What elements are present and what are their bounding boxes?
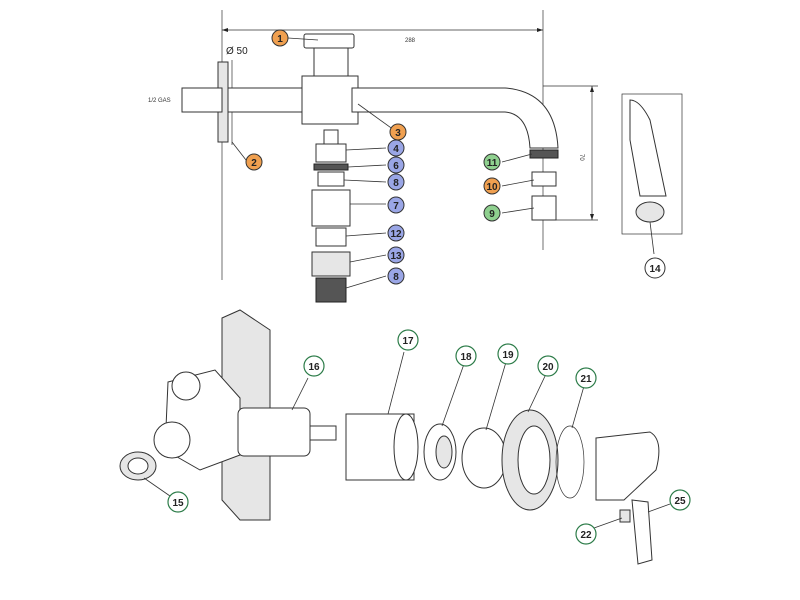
callout-13: 13 <box>387 246 405 264</box>
diameter-dimension-text: Ø 50 <box>226 46 248 57</box>
part-25-handle-body <box>595 431 660 501</box>
part-8-spline <box>315 277 347 303</box>
arrow-head-up <box>590 86 594 92</box>
part-16-stem <box>309 425 337 441</box>
svg-text:9: 9 <box>489 209 495 220</box>
callout-25: 25 <box>669 489 691 511</box>
part-6-seal <box>313 163 349 171</box>
callout-6: 6 <box>387 156 405 174</box>
callout-1: 1 <box>271 29 289 47</box>
handle-cap <box>303 33 355 49</box>
callout-21: 21 <box>575 367 597 389</box>
svg-text:14: 14 <box>649 264 661 275</box>
thread-dimension-text: 1/2 GAS <box>148 98 171 104</box>
svg-text:6: 6 <box>393 161 399 172</box>
callout-10: 10 <box>483 177 501 195</box>
part-22-screw <box>619 509 631 523</box>
part-4-stem <box>323 129 339 145</box>
part-8-ring <box>317 171 345 187</box>
part-9-nozzle <box>531 195 557 221</box>
callout-4: 4 <box>387 139 405 157</box>
outlet-port-front <box>153 421 191 459</box>
part-25-lever <box>631 499 653 565</box>
svg-text:7: 7 <box>393 201 399 212</box>
svg-text:25: 25 <box>674 496 686 507</box>
svg-text:21: 21 <box>580 374 592 385</box>
callout-9: 9 <box>483 204 501 222</box>
svg-text:18: 18 <box>460 352 472 363</box>
arrow-head-right <box>537 28 543 32</box>
callout-12: 12 <box>387 224 405 242</box>
callout-11: 11 <box>483 153 501 171</box>
callout-3: 3 <box>389 123 407 141</box>
svg-text:3: 3 <box>395 128 401 139</box>
svg-text:19: 19 <box>502 350 514 361</box>
callout-22: 22 <box>575 523 597 545</box>
svg-text:8: 8 <box>393 178 399 189</box>
part-11-ring <box>529 149 559 159</box>
callout-14: 14 <box>644 257 666 279</box>
spout-body-left <box>227 87 309 113</box>
detail-spout <box>629 99 667 197</box>
callout-bubbles: 1 2 3 4 6 8 7 12 13 8 11 10 9 14 15 16 1… <box>167 29 691 545</box>
thread-pipe <box>181 87 223 113</box>
part-20-rosette-inner <box>517 425 551 495</box>
part-10-aerator <box>531 171 557 187</box>
part-18-ring-inner <box>435 435 453 469</box>
callout-17: 17 <box>397 329 419 351</box>
svg-text:4: 4 <box>393 144 399 155</box>
arrow-head-left <box>222 28 228 32</box>
callout-2: 2 <box>245 153 263 171</box>
svg-text:22: 22 <box>580 530 592 541</box>
svg-text:16: 16 <box>308 362 320 373</box>
callout-15: 15 <box>167 491 189 513</box>
svg-text:20: 20 <box>542 362 554 373</box>
callout-7: 7 <box>387 196 405 214</box>
part-15-filter-inner <box>127 457 149 475</box>
callout-20: 20 <box>537 355 559 377</box>
length-dimension-text: 288 <box>405 38 416 44</box>
svg-text:2: 2 <box>251 158 257 169</box>
svg-text:15: 15 <box>172 498 184 509</box>
svg-text:10: 10 <box>486 182 498 193</box>
callout-8-upper: 8 <box>387 173 405 191</box>
callout-19: 19 <box>497 343 519 365</box>
svg-text:8: 8 <box>393 272 399 283</box>
handle-stem <box>313 47 349 77</box>
part-19-ring <box>461 427 507 489</box>
arrow-head-down <box>590 214 594 220</box>
callout-8-lower: 8 <box>387 267 405 285</box>
part-13-nut <box>311 251 351 277</box>
top-assembly-drawing: 288 Ø 50 1/2 GAS 70 <box>148 10 683 303</box>
spout-tube <box>351 87 559 149</box>
part-4-body <box>315 143 347 163</box>
outlet-port-top <box>171 371 201 401</box>
svg-text:1: 1 <box>277 34 283 45</box>
valve-body <box>301 75 359 125</box>
svg-text:13: 13 <box>390 251 402 262</box>
part-12-spacer <box>315 227 347 247</box>
height-dimension-text: 70 <box>578 154 584 161</box>
callout-16: 16 <box>303 355 325 377</box>
detail-frame-14 <box>621 93 683 235</box>
svg-text:11: 11 <box>487 158 498 169</box>
callout-18: 18 <box>455 345 477 367</box>
part-16-cartridge <box>237 407 311 457</box>
svg-text:12: 12 <box>390 229 402 240</box>
part-7-cartridge <box>311 189 351 227</box>
bottom-exploded-drawing <box>119 309 660 565</box>
part-21-oring <box>555 425 585 499</box>
callout-leaders <box>143 37 671 529</box>
svg-text:17: 17 <box>402 336 414 347</box>
part-17-sleeve-end <box>393 413 419 481</box>
detail-aerator <box>635 201 665 223</box>
